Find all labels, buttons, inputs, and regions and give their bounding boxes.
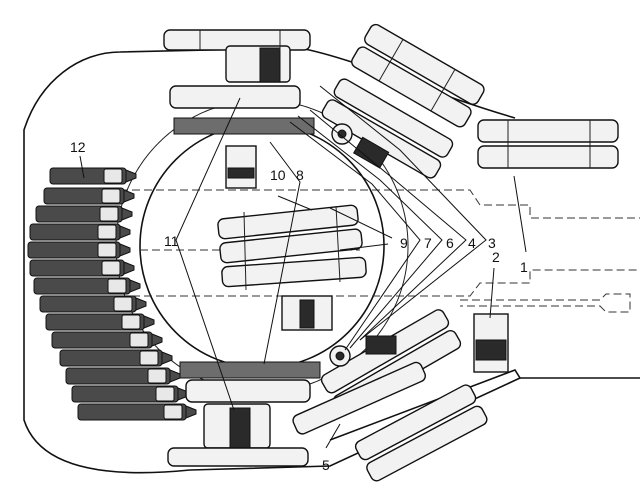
shell-tip xyxy=(161,351,173,365)
upper-small-box-shade xyxy=(227,167,255,179)
shell-tip xyxy=(119,225,131,239)
shell-tip xyxy=(121,207,133,221)
shell-band xyxy=(113,296,133,312)
callout-3: 3 xyxy=(488,235,496,251)
callout-8: 8 xyxy=(296,167,304,183)
shell-band xyxy=(147,368,167,384)
callout-4: 4 xyxy=(468,235,476,251)
shell-tip xyxy=(151,333,163,347)
callout-1: 1 xyxy=(520,259,528,275)
gun-axis-lower xyxy=(120,269,640,297)
shell-tip xyxy=(135,297,147,311)
gun-axis-upper xyxy=(60,189,640,219)
shell-tip xyxy=(129,279,141,293)
gun-breech-dash xyxy=(460,293,631,313)
leader-lines xyxy=(79,85,527,449)
top-stowage-rack xyxy=(163,29,315,135)
callout-10: 10 xyxy=(270,167,286,183)
callout-2: 2 xyxy=(492,249,500,265)
shell-band xyxy=(155,386,175,402)
shell-band xyxy=(99,206,119,222)
lower-small-box-shade xyxy=(299,299,315,329)
callout-11: 11 xyxy=(164,233,179,249)
shell-tip xyxy=(169,369,181,383)
shell-tip xyxy=(143,315,155,329)
right-stack xyxy=(477,119,619,169)
callout-6: 6 xyxy=(446,235,454,251)
callout-9: 9 xyxy=(400,235,408,251)
callout-5: 5 xyxy=(322,457,330,473)
shell-tip xyxy=(119,243,131,257)
shell-band xyxy=(101,260,121,276)
shell-band xyxy=(101,188,121,204)
centre-bundle xyxy=(217,204,367,291)
shell-band xyxy=(103,168,123,184)
shell-band xyxy=(129,332,149,348)
upper-small-box xyxy=(225,145,257,189)
shell-band xyxy=(121,314,141,330)
shell-band xyxy=(163,404,183,420)
callout-7: 7 xyxy=(424,235,432,251)
shell-band xyxy=(139,350,159,366)
callout-12: 12 xyxy=(70,139,86,155)
shell-tip xyxy=(123,261,135,275)
shell-band xyxy=(97,242,117,258)
shell-band xyxy=(107,278,127,294)
left-shell-rack xyxy=(27,167,197,421)
bottom-stowage-rack xyxy=(167,361,321,467)
top-right-containers xyxy=(321,23,485,179)
shell-band xyxy=(97,224,117,240)
shell-tip xyxy=(185,405,197,419)
shell-tip xyxy=(125,169,137,183)
shell-tip xyxy=(123,189,135,203)
bottom-right-containers xyxy=(292,309,509,482)
